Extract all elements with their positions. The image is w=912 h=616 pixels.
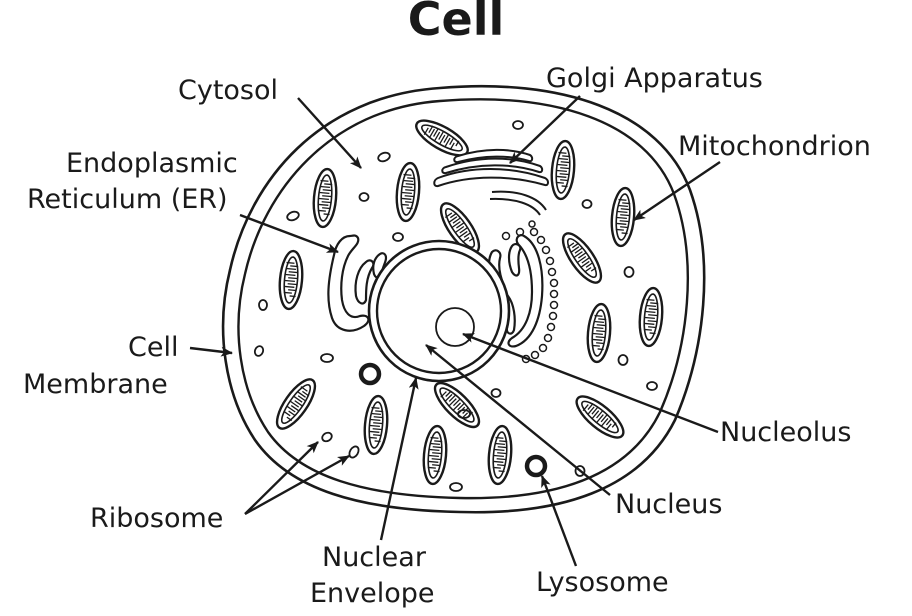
cell-membrane-arrow <box>189 346 233 357</box>
label-nucleus: Nucleus <box>615 489 722 520</box>
golgi-arrow <box>509 95 581 164</box>
label-ribosome: Ribosome <box>90 503 223 534</box>
label-nuclear-envelope-line2: Envelope <box>310 578 435 609</box>
er-arrow <box>239 213 339 254</box>
lysosome-arrow <box>540 475 578 567</box>
label-cytosol: Cytosol <box>178 75 278 106</box>
mitochondrion <box>420 423 450 487</box>
nucleus <box>367 239 511 383</box>
cytosol-vesicles <box>253 120 658 492</box>
label-er-line1: Endoplasmic <box>66 148 238 179</box>
ribosome-arrow-2 <box>244 454 350 516</box>
label-cell-membrane-line2: Membrane <box>23 369 168 400</box>
label-cell-membrane-line1: Cell <box>128 332 178 363</box>
mitochondrion <box>361 393 391 457</box>
label-mitochondrion: Mitochondrion <box>678 131 871 162</box>
label-golgi: Golgi Apparatus <box>546 63 763 94</box>
diagram-title: Cell <box>408 0 505 46</box>
lysosome-shape <box>524 454 548 478</box>
ribosome-dots <box>501 220 559 364</box>
mitochondrion <box>636 285 666 349</box>
label-er-line2: Reticulum (ER) <box>27 184 228 215</box>
nuclear-envelope-arrow <box>379 377 419 541</box>
label-nuclear-envelope-line1: Nuclear <box>322 542 427 573</box>
mitochondrion <box>276 248 306 312</box>
mitochondrion <box>548 138 578 202</box>
labels: Cytosol Golgi Apparatus Mitochondrion En… <box>23 63 871 609</box>
nucleus-arrow <box>425 344 611 496</box>
ribosome-arrow-1 <box>244 441 319 515</box>
mitochondrion <box>569 388 631 446</box>
mitochondrion <box>393 160 423 224</box>
mitochondrion <box>555 226 609 290</box>
cytosol-arrow <box>297 97 362 169</box>
mitochondrion <box>608 185 638 249</box>
lysosome-shape <box>358 362 382 386</box>
mitochondrion <box>485 423 515 487</box>
mitochondrion-arrow <box>633 161 721 221</box>
label-nucleolus: Nucleolus <box>720 417 851 448</box>
lysosomes <box>358 362 548 478</box>
nucleolus-arrow <box>462 332 719 434</box>
mitochondrion <box>584 301 614 365</box>
mitochondrion <box>310 166 340 230</box>
label-lysosome: Lysosome <box>536 567 669 598</box>
endoplasmic-reticulum-left <box>327 234 388 332</box>
nucleolus-shape <box>435 307 475 347</box>
label-arrows <box>189 95 721 567</box>
mitochondrion <box>269 372 323 436</box>
